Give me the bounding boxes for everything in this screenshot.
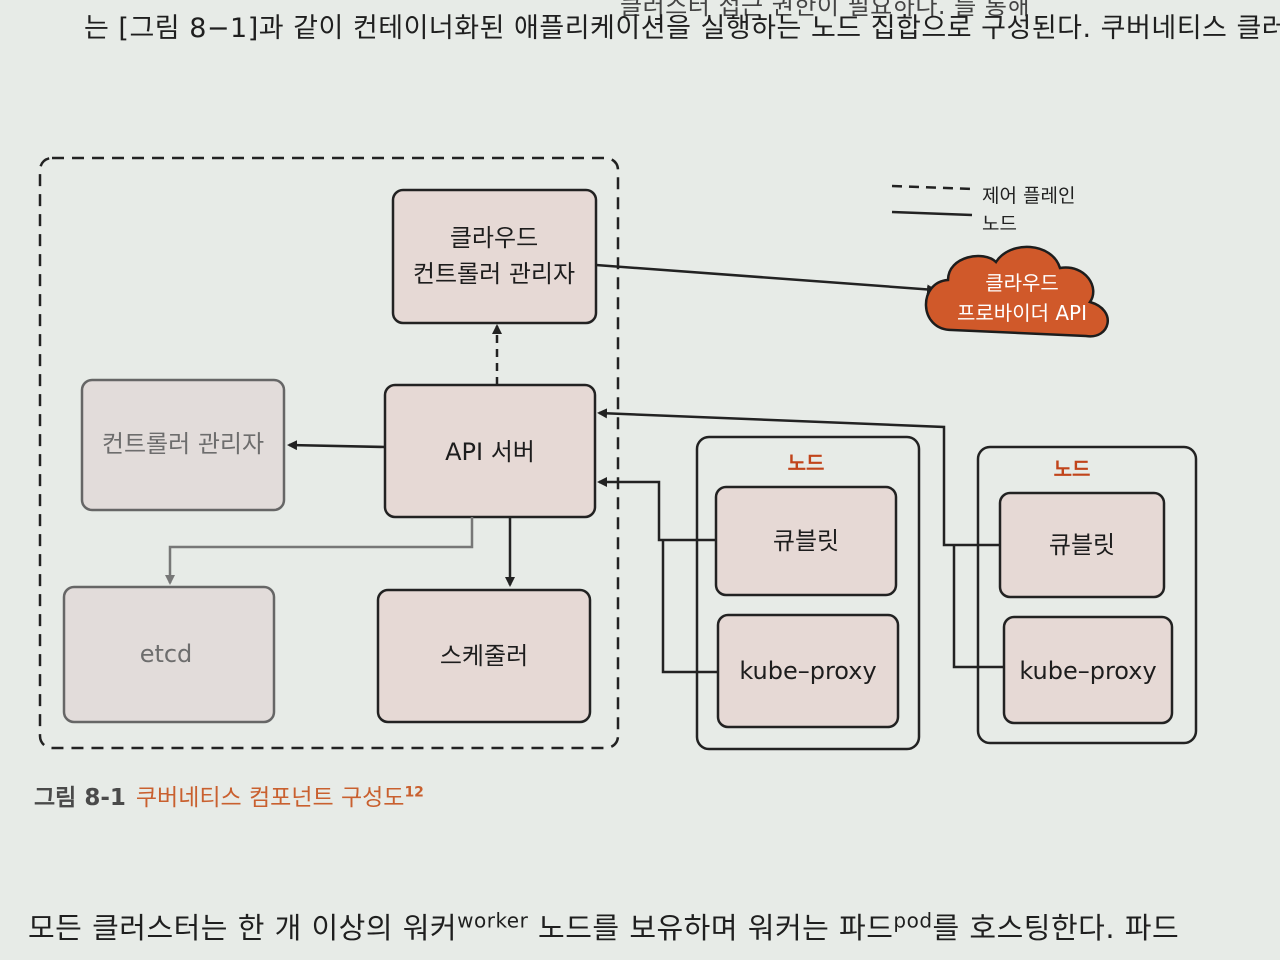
body-text-line-3-suffix: 를 호스팅한다. 파드: [932, 911, 1180, 945]
cloud-shape: [924, 245, 1109, 338]
api-server-box: [383, 383, 597, 519]
node-1: 노드 큐블릿 kube–proxy: [695, 435, 921, 751]
node-2-kubelet-to-api-arrow: [597, 408, 1000, 547]
scheduler-box: [376, 588, 592, 724]
figure-number: 그림 8-1: [34, 785, 126, 811]
figure-footnote: 12: [404, 784, 424, 801]
body-text-line-3: 모든 클러스터는 한 개 이상의 워커worker 노드를 보유하며 워커는 파…: [28, 905, 1179, 947]
worker-term: worker: [457, 908, 529, 933]
top-partial-text: 클러스터 접근 권한이 필요하다. 를 통해: [620, 0, 1031, 20]
cloud-controller-manager-box: [391, 188, 598, 325]
node-2-title: 노드: [1054, 457, 1091, 481]
cloud-provider-label-2: 프로바이더 API: [957, 301, 1087, 325]
etcd-label: etcd: [140, 640, 193, 668]
body-text-line-3-prefix: 모든 클러스터는 한 개 이상의 워커: [28, 911, 458, 945]
node-2-kubelet-label: 큐블릿: [1049, 531, 1115, 559]
cloud-controller-manager-label-2: 컨트롤러 관리자: [413, 260, 575, 288]
node-1-kubelet-label: 큐블릿: [773, 527, 839, 555]
node-2-frame: [976, 445, 1198, 745]
body-text-line-1: 는 [그림 8−1]과 같이 컨테이너화된 애플리케이션을 실행하는 노드 집합…: [84, 13, 1280, 44]
api-to-controller-manager-arrow: [287, 440, 386, 451]
legend-control-plane-label: 제어 플레인: [982, 185, 1075, 207]
node-2-proxy-to-api-line: [952, 545, 1004, 669]
cloud-controller-manager-label-1: 클라우드: [450, 224, 538, 252]
node-1-frame: [695, 435, 921, 751]
figure-title: 쿠버네티스 컴포넌트 구성도: [135, 785, 405, 811]
node-1-kube-proxy-label: kube–proxy: [739, 657, 876, 685]
controller-manager-box: [80, 378, 286, 512]
cloud-provider-icon: 클라우드 프로바이더 API: [924, 245, 1109, 338]
api-to-etcd-arrow: [165, 517, 474, 585]
node-1-proxy-to-api-line: [661, 540, 718, 674]
legend: 제어 플레인 노드: [891, 184, 1075, 235]
cloud-provider-label-1: 클라우드: [985, 271, 1059, 295]
pod-term: pod: [893, 908, 933, 933]
api-server-label: API 서버: [445, 438, 535, 466]
legend-dashed-line: [891, 184, 973, 191]
node-1-kubelet-to-api-arrow: [597, 477, 716, 542]
node-2-kube-proxy-box: [1002, 615, 1174, 725]
controller-manager-label: 컨트롤러 관리자: [102, 430, 264, 458]
node-1-title: 노드: [788, 451, 825, 475]
figure-caption: 그림 8-1 쿠버네티스 컴포넌트 구성도12: [34, 778, 424, 812]
cloud-controller-to-provider-arrow: [595, 263, 937, 295]
legend-solid-line: [891, 210, 973, 217]
legend-node-label: 노드: [982, 213, 1017, 235]
body-text-line-3-mid: 노드를 보유하며 워커는 파드: [528, 911, 894, 945]
node-2-kube-proxy-label: kube–proxy: [1019, 657, 1156, 685]
scheduler-label: 스케줄러: [440, 642, 528, 670]
etcd-box: [62, 585, 276, 724]
node-2: 노드 큐블릿 kube–proxy: [976, 445, 1198, 745]
